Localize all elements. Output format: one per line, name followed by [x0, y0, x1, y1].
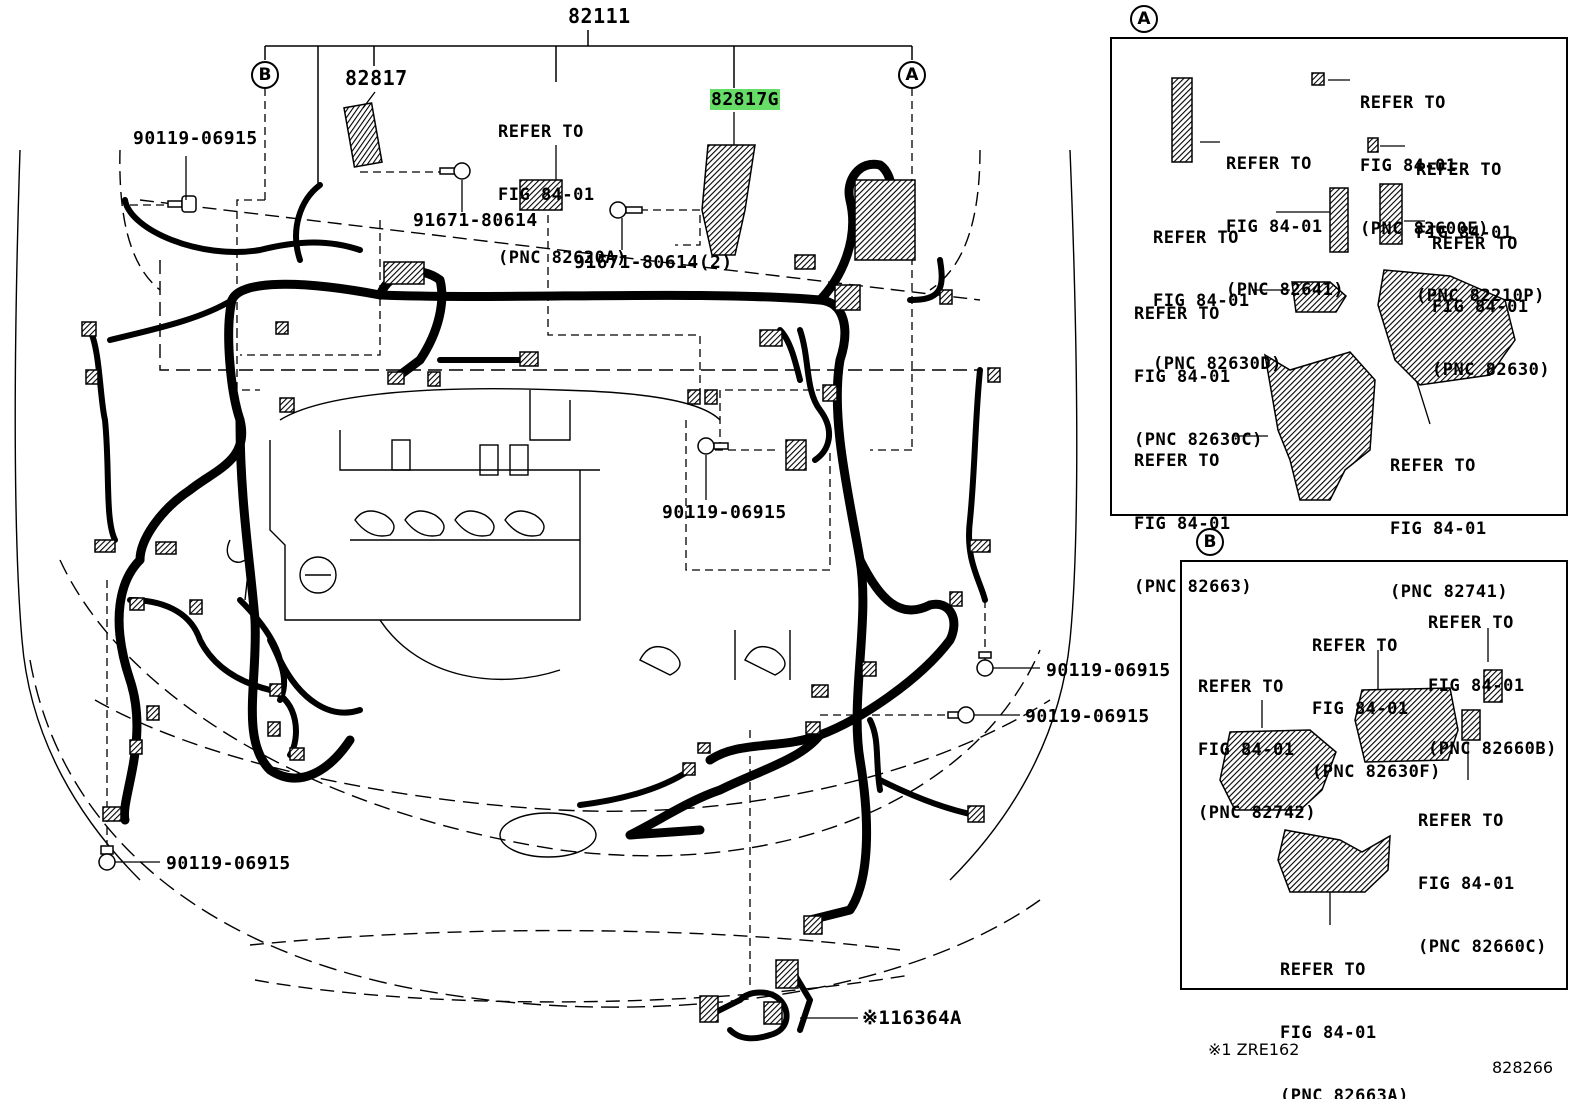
refer-line: FIG 84-01 — [1280, 1023, 1377, 1043]
refer-line: (PNC 82742) — [1198, 803, 1317, 823]
refer-line: (PNC 82620A) — [498, 248, 627, 268]
refer-line: FIG 84-01 — [1312, 699, 1409, 719]
refer-line: REFER TO — [1416, 160, 1502, 180]
bolt-icon — [947, 706, 975, 724]
part-sub-harness[interactable]: ※116364A — [862, 1007, 962, 1029]
refer-line: REFER TO — [1153, 228, 1239, 248]
panel-a-refer-82630[interactable]: REFER TO FIG 84-01 (PNC 82630) — [1432, 192, 1550, 402]
refer-line: FIG 84-01 — [498, 185, 595, 205]
panel-b-refer-82660b[interactable]: REFER TO FIG 84-01 (PNC 82660B) — [1428, 571, 1557, 781]
callout-a: A — [898, 61, 926, 89]
refer-line: FIG 84-01 — [1134, 367, 1231, 387]
refer-line: FIG 84-01 — [1153, 291, 1250, 311]
clip-icon — [439, 162, 471, 180]
bolt-icon — [98, 845, 116, 871]
panel-b-refer-82742[interactable]: REFER TO FIG 84-01 (PNC 82742) — [1198, 635, 1316, 845]
bolt-icon — [167, 195, 197, 213]
part-82817[interactable]: 82817 — [345, 66, 408, 90]
panel-a-refer-82210p[interactable]: REFER TO FIG 84-01 (PNC 82210P) — [1416, 118, 1545, 328]
part-82817g[interactable]: 82817G — [710, 89, 781, 110]
panel-b-refer-82630f[interactable]: REFER TO FIG 84-01 (PNC 82630F) — [1312, 594, 1441, 804]
panel-a-refer-82600e[interactable]: REFER TO FIG 84-01 (PNC 82600E) — [1360, 51, 1489, 261]
part-bolt-center[interactable]: 90119-06915 — [662, 502, 787, 523]
refer-line: REFER TO — [498, 122, 584, 142]
figure-number: 828266 — [1492, 1058, 1554, 1077]
refer-line: REFER TO — [1418, 811, 1504, 831]
refer-line: (PNC 82741) — [1390, 582, 1509, 602]
refer-82620a[interactable]: REFER TO FIG 84-01 (PNC 82620A) — [498, 80, 627, 290]
panel-b-callout: B — [1196, 528, 1224, 556]
part-bolt-upper-left[interactable]: 90119-06915 — [133, 128, 258, 149]
refer-line: REFER TO — [1360, 93, 1446, 113]
refer-line: REFER TO — [1134, 451, 1220, 471]
refer-line: (PNC 82660C) — [1418, 937, 1547, 957]
refer-line: REFER TO — [1312, 636, 1398, 656]
part-bolt-right-1[interactable]: 90119-06915 — [1046, 660, 1171, 681]
refer-line: FIG 84-01 — [1432, 297, 1529, 317]
callout-b: B — [251, 61, 279, 89]
panel-a-callout: A — [1130, 5, 1158, 33]
refer-line: (PNC 82663A) — [1280, 1086, 1409, 1099]
main-part-bracket — [264, 30, 913, 190]
refer-line: (PNC 82630) — [1432, 360, 1551, 380]
refer-line: (PNC 82641) — [1226, 280, 1345, 300]
refer-line: REFER TO — [1226, 154, 1312, 174]
refer-line: (PNC 82210P) — [1416, 286, 1545, 306]
refer-line: REFER TO — [1432, 234, 1518, 254]
refer-line: FIG 84-01 — [1134, 514, 1231, 534]
refer-line: (PNC 82660B) — [1428, 739, 1557, 759]
refer-line: (PNC 82600E) — [1360, 219, 1489, 239]
part-82817g-highlight[interactable]: 82817G — [710, 89, 781, 110]
engine-sketch — [226, 388, 791, 680]
panel-a-refer-82641[interactable]: REFER TO FIG 84-01 (PNC 82641) — [1226, 112, 1344, 322]
refer-line: (PNC 82663) — [1134, 577, 1253, 597]
part-clip-91671-a[interactable]: 91671-80614 — [413, 210, 538, 231]
refer-line: FIG 84-01 — [1226, 217, 1323, 237]
bolt-icon — [976, 651, 994, 677]
refer-line: FIG 84-01 — [1418, 874, 1515, 894]
connectors — [81, 102, 1001, 1025]
main-part-number: 82111 — [568, 4, 631, 28]
refer-line: REFER TO — [1428, 613, 1514, 633]
part-bolt-lower-left[interactable]: 90119-06915 — [166, 853, 291, 874]
panel-b-refer-82663a[interactable]: REFER TO FIG 84-01 (PNC 82663A) — [1280, 918, 1409, 1099]
applicability-footnote: ※1 ZRE162 — [1208, 1040, 1300, 1059]
panel-a-refer-82630d[interactable]: REFER TO FIG 84-01 (PNC 82630D) — [1153, 186, 1282, 396]
bolt-icon — [697, 437, 729, 455]
vehicle-body-outline — [14, 149, 1078, 1008]
refer-line: FIG 84-01 — [1198, 740, 1295, 760]
label-leaders — [115, 91, 1040, 1019]
refer-line: FIG 84-01 — [1428, 676, 1525, 696]
fasteners — [98, 162, 994, 871]
refer-line: REFER TO — [1280, 960, 1366, 980]
part-bolt-right-2[interactable]: 90119-06915 — [1025, 706, 1150, 727]
wire-harness — [87, 159, 988, 1042]
panel-a-refer-82630c[interactable]: REFER TO FIG 84-01 (PNC 82630C) — [1134, 262, 1263, 472]
refer-line: REFER TO — [1198, 677, 1284, 697]
refer-line: (PNC 82630F) — [1312, 762, 1441, 782]
refer-line: FIG 84-01 — [1360, 156, 1457, 176]
part-clip-91671-b[interactable]: 91671-80614(2) — [574, 252, 733, 273]
panel-a-refer-82663[interactable]: REFER TO FIG 84-01 (PNC 82663) — [1134, 409, 1252, 619]
refer-line: (PNC 82630C) — [1134, 430, 1263, 450]
clip-icon — [609, 201, 643, 219]
refer-line: (PNC 82630D) — [1153, 354, 1282, 374]
panel-a-refer-82741[interactable]: REFER TO FIG 84-01 (PNC 82741) — [1390, 414, 1508, 624]
detail-panel-a — [1110, 37, 1568, 516]
detail-panel-b — [1180, 560, 1568, 990]
refer-line: FIG 84-01 — [1390, 519, 1487, 539]
panel-b-refer-82660c[interactable]: REFER TO FIG 84-01 (PNC 82660C) — [1418, 769, 1547, 979]
refer-line: REFER TO — [1134, 304, 1220, 324]
refer-line: FIG 84-01 — [1416, 223, 1513, 243]
refer-line: REFER TO — [1390, 456, 1476, 476]
